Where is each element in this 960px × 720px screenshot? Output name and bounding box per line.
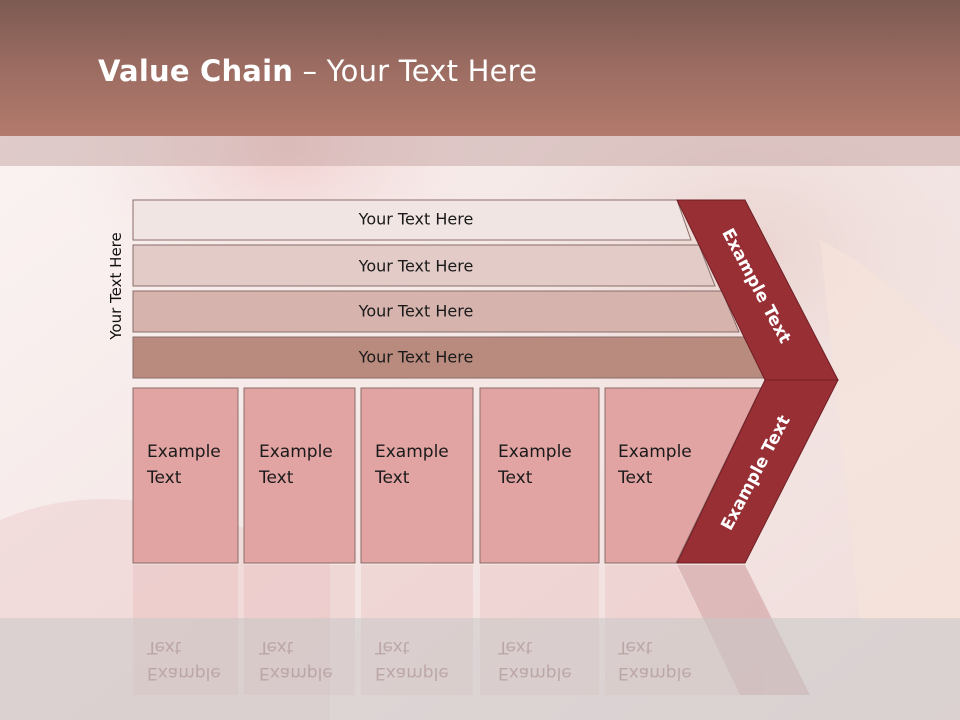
- title-rest: – Your Text Here: [293, 54, 538, 88]
- box-3[interactable]: [360, 387, 474, 564]
- box-4-line2: Text: [498, 468, 533, 488]
- slide-title: Value Chain – Your Text Here: [98, 54, 537, 88]
- box-3-line1: Example: [375, 442, 449, 462]
- bar-4-label: Your Text Here: [358, 347, 474, 367]
- box-4-line1: Example: [498, 442, 572, 462]
- box-3-line2: Text: [375, 468, 410, 488]
- box-2-reflection: Example Text: [259, 637, 333, 683]
- box-4-label: Example Text: [498, 439, 572, 491]
- box-5-label: Example Text: [618, 439, 692, 491]
- box-5[interactable]: [604, 387, 762, 564]
- box-1-line1: Example: [147, 442, 221, 462]
- box-2-line1: Example: [259, 442, 333, 462]
- box-5-line2: Text: [618, 468, 653, 488]
- bar-3-label: Your Text Here: [358, 301, 474, 321]
- box-2-line2: Text: [259, 468, 294, 488]
- box-3-label: Example Text: [375, 439, 449, 491]
- bar-1[interactable]: [132, 199, 692, 241]
- box-4-reflection: Example Text: [498, 637, 572, 683]
- box-1-reflection: Example Text: [147, 637, 221, 683]
- box-3-reflection: Example Text: [375, 637, 449, 683]
- reflection-floor: [0, 618, 960, 720]
- bar-3[interactable]: [132, 290, 740, 333]
- box-1-line2: Text: [147, 468, 182, 488]
- box-2[interactable]: [243, 387, 356, 564]
- box-1-label: Example Text: [147, 439, 221, 491]
- box-4[interactable]: [479, 387, 600, 564]
- box-2-label: Example Text: [259, 439, 333, 491]
- bar-2-label: Your Text Here: [358, 256, 474, 276]
- title-bar-band: [0, 136, 960, 166]
- box-1[interactable]: [132, 387, 239, 564]
- box-5-line1: Example: [618, 442, 692, 462]
- title-bar: [0, 0, 960, 136]
- bar-1-label: Your Text Here: [358, 209, 474, 229]
- title-bold: Value Chain: [98, 54, 294, 88]
- box-5-reflection: Example Text: [618, 637, 692, 683]
- bar-2[interactable]: [132, 244, 716, 287]
- chevron-lower[interactable]: [676, 379, 839, 564]
